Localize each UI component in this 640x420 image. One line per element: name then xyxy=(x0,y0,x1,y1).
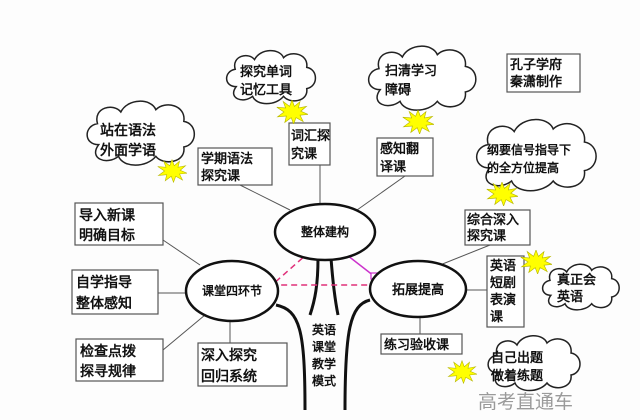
box-text: 译课 xyxy=(380,160,407,175)
cloud-text: 站在语法 xyxy=(100,122,156,139)
box-text: 探寻规律 xyxy=(80,363,136,380)
cloud-text: 探究单词 xyxy=(240,64,292,80)
cloud-text: 记忆工具 xyxy=(240,82,292,98)
box-text: 探究课 xyxy=(467,228,507,244)
cloud-text: 障碍 xyxy=(385,82,411,98)
box-text: 自学指导 xyxy=(76,274,132,291)
box-text: 词汇探 xyxy=(291,128,330,144)
cloud-text: 做着练题 xyxy=(490,368,544,384)
box-text: 练习验收课 xyxy=(384,337,450,353)
watermark: 高考直通车 xyxy=(478,391,573,413)
box-text: 明确目标 xyxy=(79,227,135,244)
star-icon xyxy=(520,250,552,274)
box-text: 导入新课 xyxy=(79,207,136,224)
cloud-text: 纲要信号指导下 xyxy=(487,142,571,157)
trunk-label: 英语 课堂 教学 模式 xyxy=(311,322,336,388)
box-text: 短剧 xyxy=(490,275,516,291)
trunk-label-line: 模式 xyxy=(312,373,336,388)
star-icon xyxy=(402,110,434,134)
star-icon xyxy=(157,159,187,183)
box-text: 学期语法 xyxy=(201,151,253,167)
box-text: 回归系统 xyxy=(201,368,257,385)
box-text: 检查点拨 xyxy=(80,343,137,360)
tree-trunk xyxy=(275,257,371,411)
box-text: 探究课 xyxy=(201,168,241,184)
trunk-label-line: 英语 xyxy=(312,322,336,337)
cloud-text: 扫清学习 xyxy=(385,63,437,79)
cloud-text: 的全方位提高 xyxy=(487,160,559,175)
left-hub-node: 课堂四环节 xyxy=(184,259,280,323)
star-icon xyxy=(447,360,477,384)
box-text: 综合深入 xyxy=(467,212,519,228)
box-text: 深入探究 xyxy=(201,347,257,364)
left-hub-label: 课堂四环节 xyxy=(202,283,262,298)
credit-text: 秦潇制作 xyxy=(509,74,562,90)
center-node: 整体建构 xyxy=(273,202,377,262)
center-label: 整体建构 xyxy=(300,224,349,239)
star-icon xyxy=(486,182,518,206)
star-icon xyxy=(276,100,308,124)
right-hub-label: 拓展提高 xyxy=(392,282,444,298)
box-text: 表演 xyxy=(489,292,516,308)
box-text: 究课 xyxy=(291,146,318,162)
cloud-text: 真正会 xyxy=(557,272,597,288)
cloud-text: 外面学语 xyxy=(100,142,156,159)
box-text: 感知翻 xyxy=(380,141,419,157)
trunk-label-line: 课堂 xyxy=(312,339,336,354)
box-text: 整体感知 xyxy=(75,295,132,312)
cloud-text: 自己出题 xyxy=(491,350,544,366)
credit-text: 孔子学府 xyxy=(510,57,562,73)
boxes xyxy=(71,53,581,387)
connector-lines xyxy=(158,165,491,351)
trunk-label-line: 教学 xyxy=(311,356,336,371)
box-text: 英语 xyxy=(489,258,516,274)
box-text: 课 xyxy=(490,310,504,325)
right-hub-node: 拓展提高 xyxy=(368,259,468,319)
cloud-text: 英语 xyxy=(556,289,583,305)
